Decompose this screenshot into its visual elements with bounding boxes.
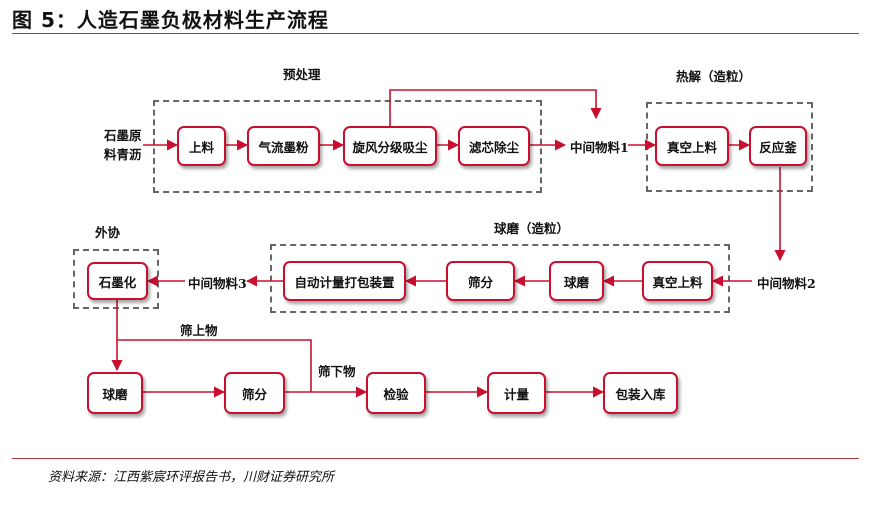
figure-label: 图 5： <box>12 8 77 32</box>
group-ball-mill-box <box>270 244 730 313</box>
undersize-label: 筛下物 <box>318 364 356 379</box>
figure-title-text: 人造石墨负极材料生产流程 <box>76 8 329 32</box>
step-ball-mill: 球磨 <box>549 261 604 301</box>
oversize-label: 筛上物 <box>180 323 218 338</box>
step-inspect: 检验 <box>366 372 426 414</box>
step-sieve-1: 筛分 <box>446 261 515 301</box>
step-auto-pack: 自动计量打包装置 <box>283 261 406 301</box>
raw-material-label: 石墨原料青沥 <box>104 128 142 162</box>
step-storage: 包装入库 <box>603 372 678 414</box>
step-feeding: 上料 <box>177 126 226 166</box>
step-ball-mill-2: 球磨 <box>87 372 143 414</box>
group-pretreatment-label: 预处理 <box>283 67 321 82</box>
group-outsourced-label: 外协 <box>95 225 121 240</box>
source-note: 资料来源：江西紫宸环评报告书，川财证券研究所 <box>48 470 335 485</box>
top-rule <box>12 33 859 34</box>
step-filter: 滤芯除尘 <box>458 126 530 166</box>
step-graphitize: 石墨化 <box>87 262 148 300</box>
step-metering: 计量 <box>487 372 546 414</box>
step-sieve-2: 筛分 <box>224 372 285 414</box>
figure-title: 图 5：人造石墨负极材料生产流程 <box>12 4 329 33</box>
intermediate-1-label: 中间物料1 <box>570 140 629 155</box>
step-cyclone: 旋风分级吸尘 <box>343 126 437 166</box>
step-vacuum-feed-1: 真空上料 <box>655 126 729 166</box>
step-reactor: 反应釜 <box>749 126 807 166</box>
intermediate-2-label: 中间物料2 <box>757 276 816 291</box>
intermediate-3-label: 中间物料3 <box>188 276 247 291</box>
step-jet-mill: 气流墨粉 <box>247 126 320 166</box>
group-pretreatment-box <box>153 100 542 193</box>
group-ball-mill-label: 球磨（造粒） <box>494 221 570 236</box>
group-pyrolysis-label: 热解（造粒） <box>676 69 752 84</box>
step-vacuum-feed-2: 真空上料 <box>642 261 713 301</box>
bottom-rule <box>12 458 859 459</box>
